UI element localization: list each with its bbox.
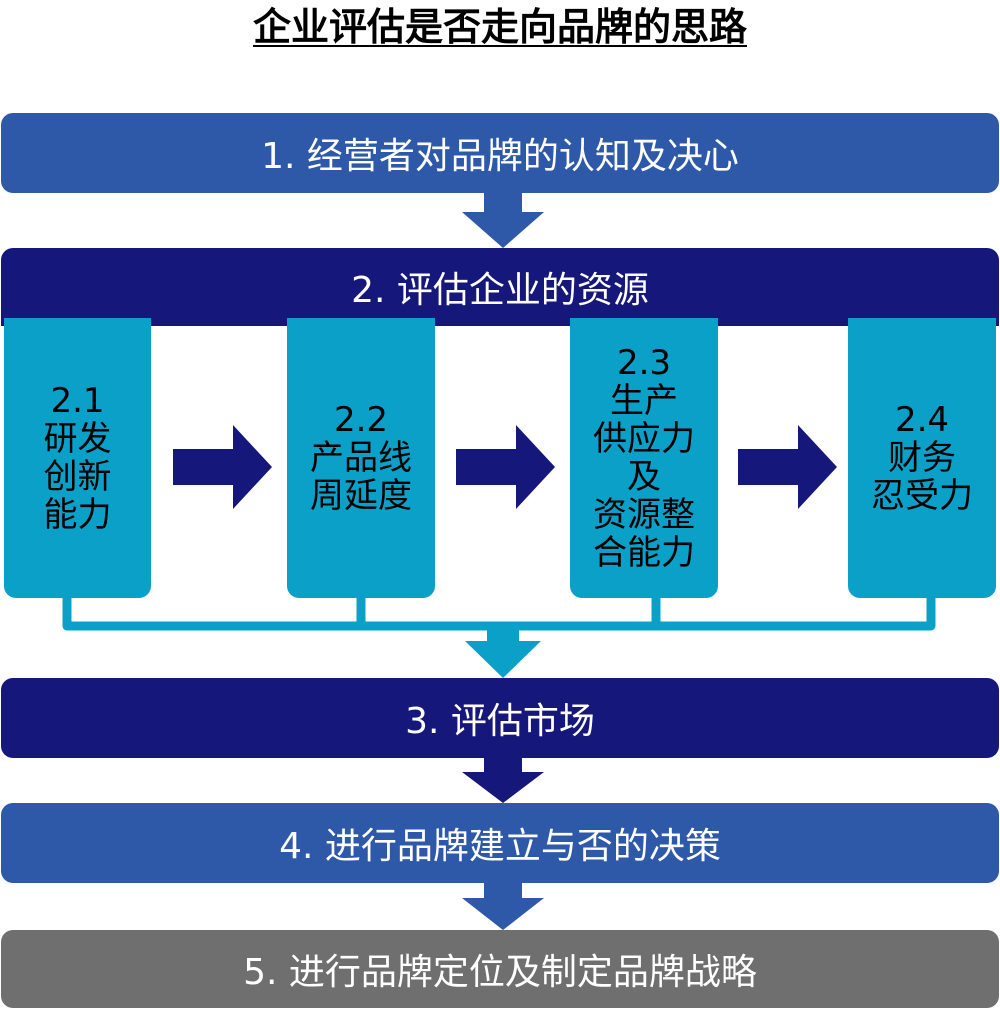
step-5-box: 5. 进行品牌定位及制定品牌战略 [1, 930, 999, 1008]
step-1-box: 1. 经营者对品牌的认知及决心 [1, 113, 999, 193]
step-3-box: 3. 评估市场 [1, 678, 999, 758]
resource-2-2-line: 产品线 [310, 438, 412, 478]
right-arrow-icon [738, 425, 837, 509]
resource-2-4-line: 财务 [888, 438, 956, 478]
resource-2-3-line: 生产 [610, 381, 678, 421]
resource-2-1-box: 2.1 研发 创新 能力 [4, 318, 151, 598]
resource-2-1-number: 2.1 [50, 381, 105, 421]
right-arrow-icon [173, 425, 272, 509]
resource-2-3-line: 及 [627, 457, 661, 497]
resource-2-2-line: 周延度 [310, 476, 412, 516]
resource-2-3-line: 合能力 [593, 533, 695, 573]
step-1-label: 1. 经营者对品牌的认知及决心 [261, 136, 739, 177]
resource-2-3-line: 资源整 [593, 495, 695, 535]
down-arrow-icon [465, 626, 541, 678]
resource-2-2-number: 2.2 [333, 400, 389, 440]
step-2-label: 2. 评估企业的资源 [351, 270, 649, 311]
step-4-box: 4. 进行品牌建立与否的决策 [1, 803, 999, 883]
down-arrow-icon [462, 758, 544, 803]
diagram-title: 企业评估是否走向品牌的思路 [252, 5, 747, 49]
step-5-label: 5. 进行品牌定位及制定品牌战略 [243, 952, 757, 993]
resource-2-3-number: 2.3 [616, 343, 672, 383]
resource-2-4-line: 忍受力 [871, 476, 973, 516]
step-3-label: 3. 评估市场 [405, 701, 595, 742]
resource-2-1-line: 创新 [43, 457, 112, 497]
resource-merge-connector [62, 598, 936, 631]
resource-2-3-box: 2.3 生产 供应力 及 资源整 合能力 [570, 318, 718, 598]
resource-2-2-box: 2.2 产品线 周延度 [287, 318, 435, 598]
right-arrow-icon [456, 425, 555, 509]
down-arrow-icon [462, 883, 544, 930]
step-2-box: 2. 评估企业的资源 [1, 248, 999, 326]
step-4-label: 4. 进行品牌建立与否的决策 [279, 826, 721, 867]
down-arrow-icon [462, 193, 544, 248]
resource-2-4-number: 2.4 [894, 400, 950, 440]
resource-2-3-line: 供应力 [593, 419, 695, 459]
resource-2-1-line: 能力 [43, 495, 112, 535]
resource-2-1-line: 研发 [43, 419, 112, 459]
resource-2-4-box: 2.4 财务 忍受力 [848, 318, 996, 598]
